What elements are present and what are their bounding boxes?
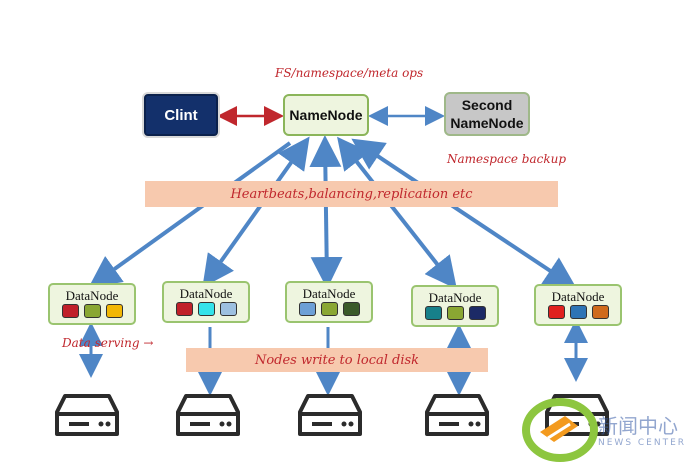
data-block <box>446 306 464 320</box>
data-block <box>320 302 338 316</box>
heartbeat-band: Heartbeats,balancing,replication etc <box>145 181 558 207</box>
datanode-3: DataNode <box>285 281 373 323</box>
data-block <box>83 304 101 318</box>
datanode-2: DataNode <box>162 281 250 323</box>
server-icon <box>55 394 119 436</box>
datanode-5: DataNode <box>534 284 622 326</box>
namespace-backup-label: Namespace backup <box>447 152 567 166</box>
datanode-label: DataNode <box>65 288 119 303</box>
data-block <box>197 302 215 316</box>
disk-band: Nodes write to local disk <box>186 348 488 372</box>
server-icon <box>176 394 240 436</box>
fs-namespace-label: FS/namespace/meta ops <box>275 66 424 80</box>
server-icon <box>425 394 489 436</box>
data-block <box>175 302 193 316</box>
watermark-logo: 新闻中心 NEWS CENTER <box>520 392 700 462</box>
data-block <box>61 304 79 318</box>
heartbeat-arrows <box>88 135 577 290</box>
data-block <box>468 306 486 320</box>
datanode-label: DataNode <box>179 286 233 301</box>
data-block <box>298 302 316 316</box>
datanode-1: DataNode <box>48 283 136 325</box>
data-block <box>569 305 587 319</box>
datanode-label: DataNode <box>428 290 482 305</box>
data-block <box>424 306 442 320</box>
data-block <box>591 305 609 319</box>
data-block <box>219 302 237 316</box>
data-block <box>342 302 360 316</box>
data-block <box>105 304 123 318</box>
datanode-4: DataNode <box>411 285 499 327</box>
client-node: Clint <box>144 94 218 136</box>
datanode-label: DataNode <box>302 286 356 301</box>
server-icon <box>298 394 362 436</box>
data-block <box>547 305 565 319</box>
namenode: NameNode <box>283 94 369 136</box>
datanode-label: DataNode <box>551 289 605 304</box>
data-serving-label: Data serving → <box>62 336 154 350</box>
second-namenode: Second NameNode <box>444 92 530 136</box>
watermark-subtitle: NEWS CENTER <box>598 438 687 448</box>
watermark-title: 新闻中心 <box>598 414 678 438</box>
logo-icon <box>522 398 598 462</box>
